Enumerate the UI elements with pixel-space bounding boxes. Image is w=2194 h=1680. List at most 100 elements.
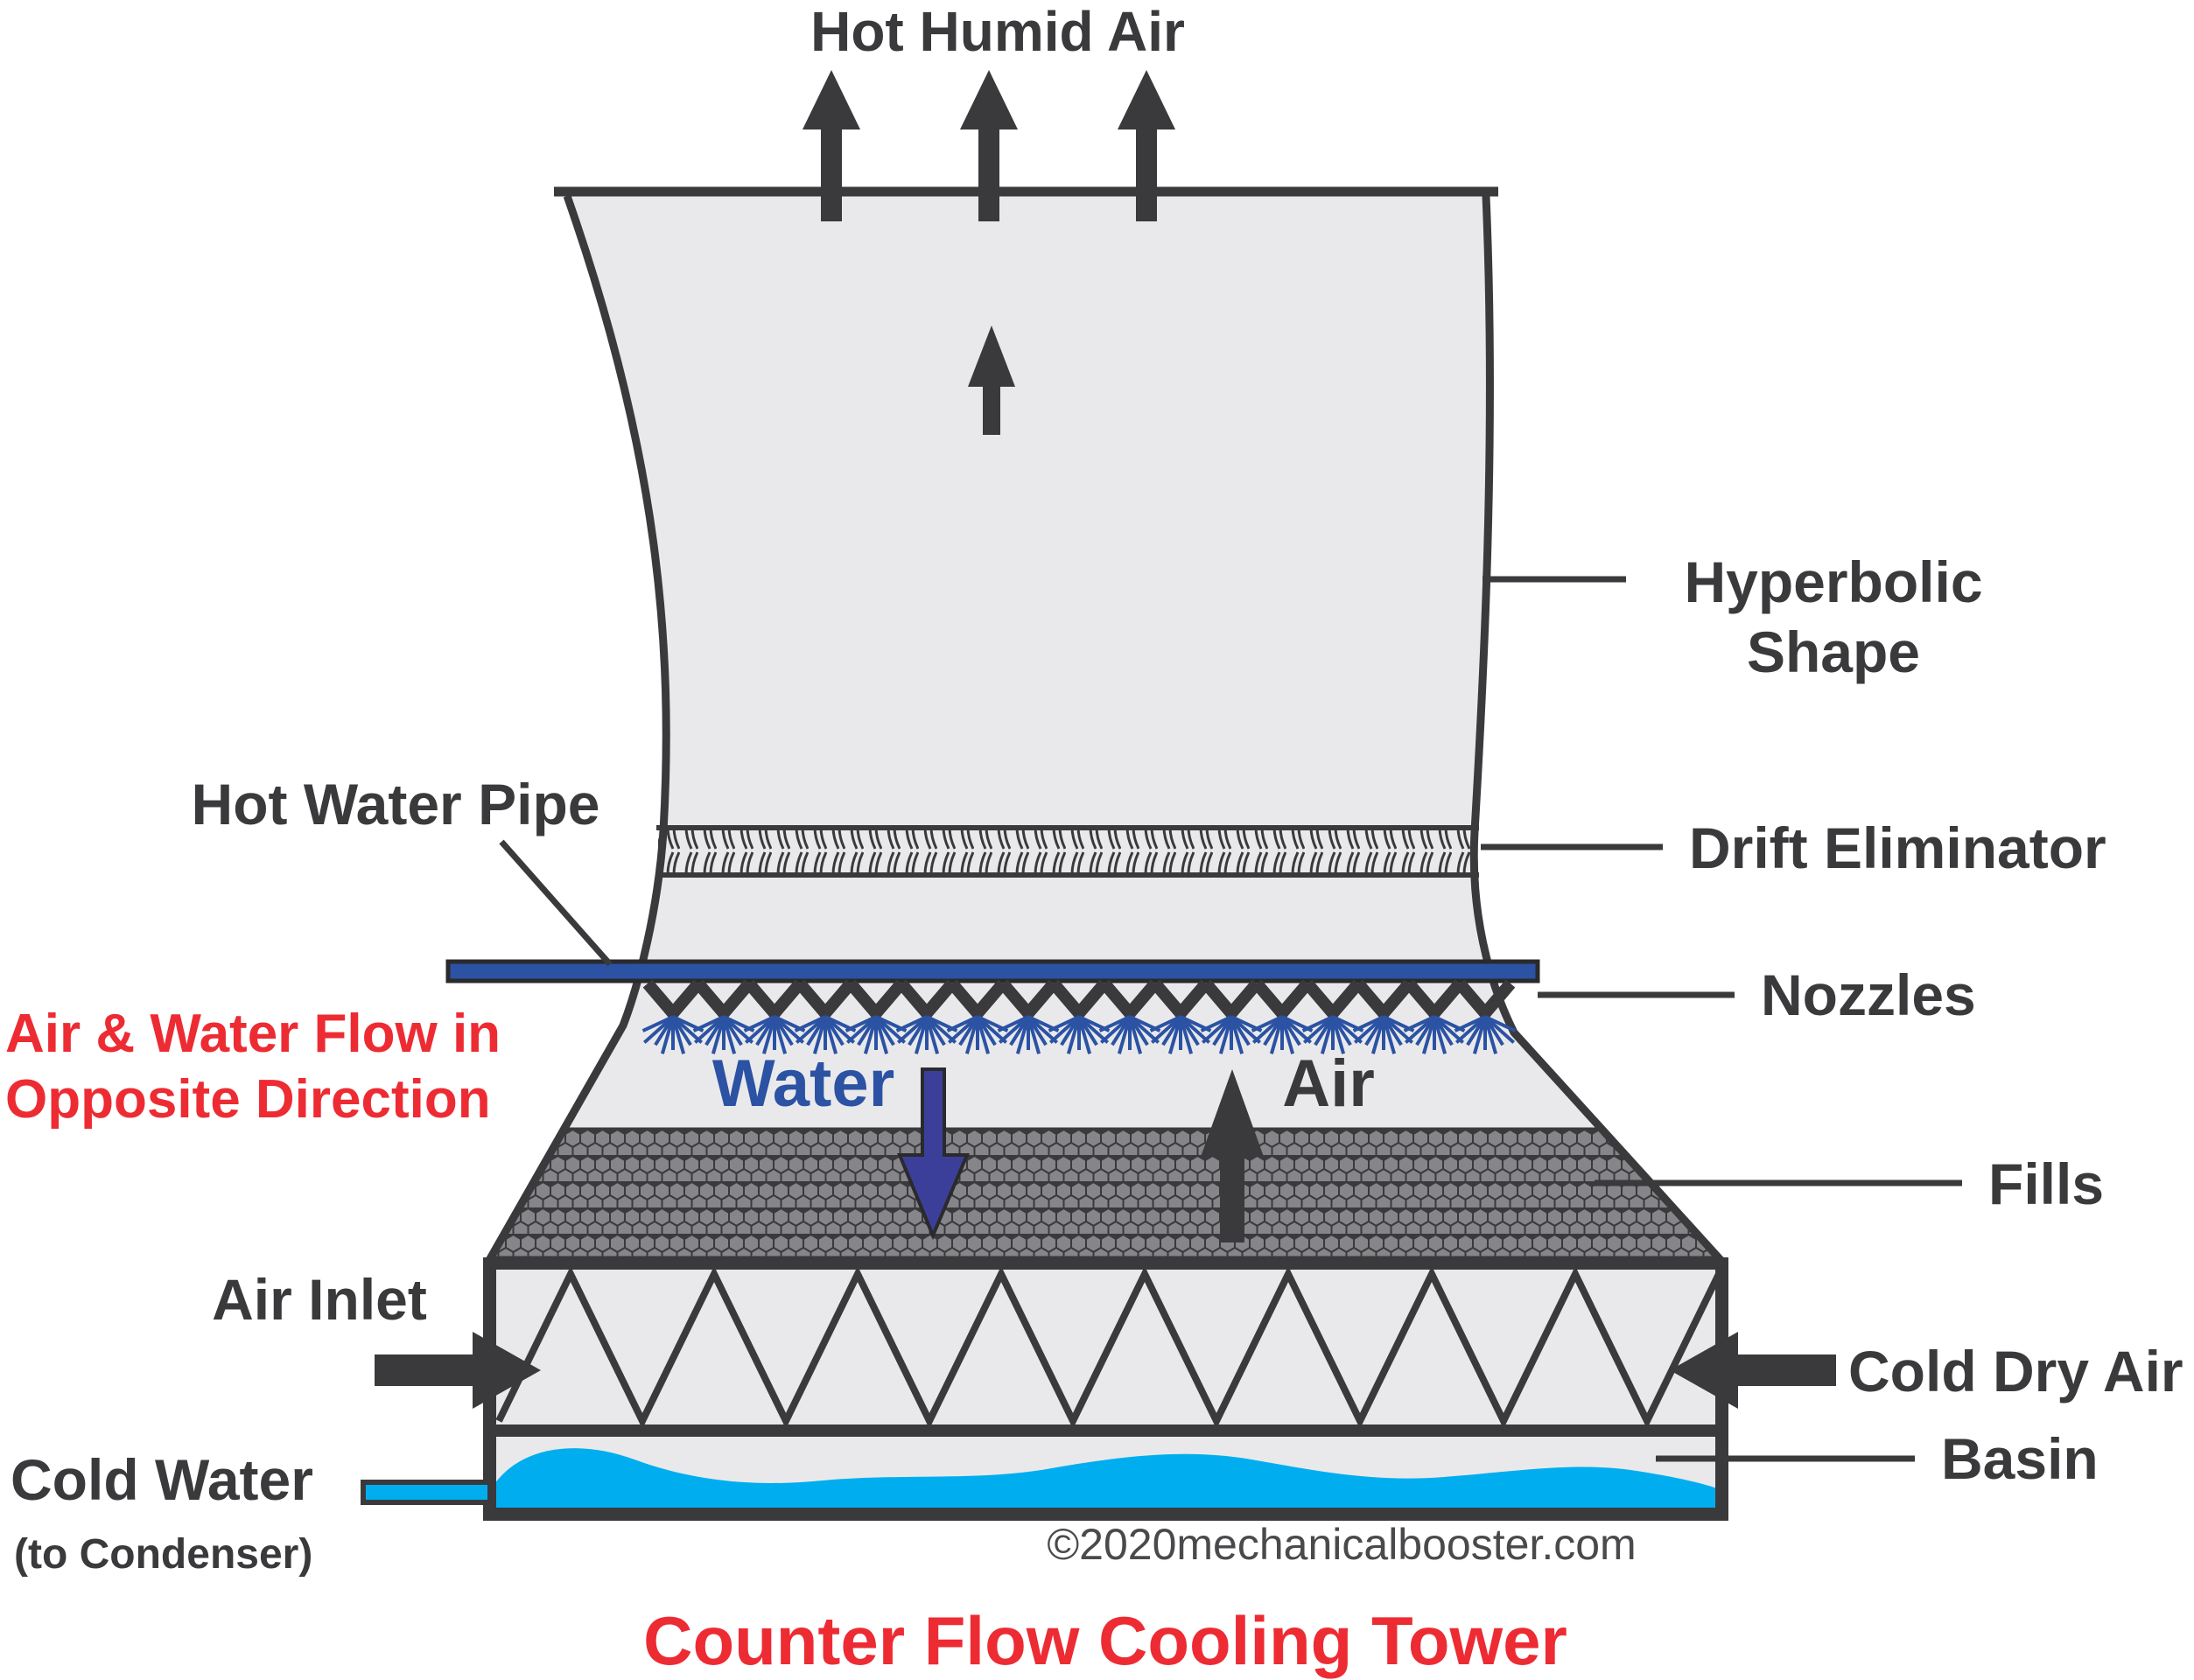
- spray-line: [660, 1016, 675, 1054]
- nozzle-spray: [794, 1015, 857, 1054]
- nozzle-spray: [1454, 1015, 1517, 1054]
- spray-line: [947, 1015, 979, 1044]
- spray-line: [925, 1016, 940, 1054]
- nozzle: [1099, 979, 1160, 1023]
- air-inlet-truss: [495, 1265, 1722, 1430]
- to-condenser-label: (to Condenser): [14, 1531, 312, 1578]
- spray-line: [1066, 1016, 1081, 1054]
- air-inlet-label: Air Inlet: [212, 1267, 427, 1332]
- nozzle: [744, 979, 805, 1023]
- spray-line: [1331, 1015, 1363, 1044]
- spray-line: [976, 1016, 991, 1054]
- spray-line: [1472, 1016, 1487, 1054]
- nozzle-spray: [1098, 1015, 1161, 1054]
- nozzle: [693, 979, 754, 1023]
- spray-line: [1179, 1016, 1194, 1054]
- spray-line: [1353, 1015, 1385, 1044]
- spray-line: [711, 1016, 725, 1054]
- spray-line: [671, 1016, 686, 1054]
- nozzle: [896, 979, 957, 1023]
- exhaust-arrows: [803, 70, 1175, 435]
- spray-line: [845, 1015, 878, 1044]
- water-label: Water: [712, 1046, 894, 1121]
- water-down-arrow: [897, 1068, 971, 1241]
- nozzles-label: Nozzles: [1761, 962, 1976, 1027]
- nozzle-spray: [1301, 1015, 1364, 1054]
- top-label: Hot Humid Air: [810, 0, 1185, 63]
- spray-line: [1454, 1015, 1487, 1044]
- spray-line: [914, 1016, 929, 1054]
- copyright-text: ©2020mechanicalbooster.com: [1047, 1520, 1636, 1569]
- spray-line: [761, 1016, 776, 1054]
- spray-line: [1433, 1016, 1447, 1054]
- spray-line: [1128, 1015, 1160, 1044]
- nozzle-spray: [692, 1015, 755, 1054]
- spray-line: [1128, 1016, 1143, 1054]
- counterflow-note-line2: Opposite Direction: [5, 1069, 491, 1130]
- cold-water-pipe: [361, 1480, 493, 1505]
- spray-line: [1167, 1016, 1182, 1054]
- spray-line: [1280, 1015, 1313, 1044]
- spray-line: [1251, 1015, 1284, 1044]
- base-bottom-wall: [483, 1508, 1728, 1521]
- spray-line: [1484, 1015, 1517, 1032]
- hot-water-pipe-label: Hot Water Pipe: [192, 772, 600, 836]
- nozzle: [1201, 979, 1262, 1023]
- spray-line: [1483, 1015, 1516, 1044]
- spray-line: [925, 1015, 957, 1044]
- nozzle: [1404, 979, 1465, 1023]
- spray-line: [896, 1015, 929, 1044]
- cold-dry-air-label: Cold Dry Air: [1848, 1339, 2183, 1404]
- nozzle-spray: [1352, 1015, 1415, 1054]
- spray-line: [964, 1016, 979, 1054]
- drift-eliminator-band: [656, 825, 1479, 878]
- spray-line: [874, 1015, 907, 1044]
- spray-line: [976, 1015, 1008, 1044]
- fills-label: Fills: [1988, 1152, 2104, 1216]
- nozzle: [1353, 979, 1414, 1023]
- spray-line: [795, 1015, 827, 1044]
- nozzle-spray: [845, 1015, 908, 1054]
- hot-air-arrow-2: [960, 70, 1018, 221]
- hot-water-pipe-leader: [499, 839, 613, 967]
- spray-line: [824, 1016, 838, 1054]
- spray-line: [1382, 1016, 1397, 1054]
- spray-line: [693, 1015, 725, 1044]
- spray-line: [1218, 1016, 1233, 1054]
- spray-line: [1382, 1015, 1414, 1044]
- nozzle-spray: [1251, 1015, 1314, 1054]
- cold-dry-air-arrow: [1670, 1332, 1836, 1409]
- air-inlet-arrow: [375, 1332, 541, 1409]
- cold-water-label: Cold Water: [11, 1447, 313, 1512]
- nozzle: [947, 979, 1008, 1023]
- hyperbolic-label-line2: Shape: [1747, 620, 1920, 684]
- hot-water-pipe: [445, 959, 1540, 984]
- hot-air-arrow-1: [803, 70, 860, 221]
- leader-lines: [499, 576, 1962, 1462]
- spray-line: [642, 1015, 675, 1044]
- spray-line: [874, 1016, 889, 1054]
- spray-line: [773, 1015, 805, 1044]
- spray-line: [1433, 1015, 1465, 1044]
- nozzle-row: [641, 979, 1517, 1054]
- hot-air-arrow-inner: [968, 326, 1015, 435]
- nozzle: [845, 979, 907, 1023]
- spray-line: [1421, 1016, 1436, 1054]
- spray-line: [1370, 1016, 1385, 1054]
- hot-air-arrow-3: [1118, 70, 1175, 221]
- nozzle-spray: [946, 1015, 1009, 1054]
- spray-line: [1302, 1015, 1335, 1044]
- nozzle: [1150, 979, 1211, 1023]
- drift-eliminator-label: Drift Eliminator: [1689, 816, 2106, 880]
- spray-line: [1483, 1016, 1498, 1054]
- spray-line: [1150, 1015, 1182, 1044]
- nozzle: [1454, 979, 1516, 1023]
- spray-line: [1179, 1015, 1211, 1044]
- spray-line: [1230, 1016, 1244, 1054]
- spray-line: [1117, 1016, 1132, 1054]
- fills-bottom-bar: [483, 1257, 1728, 1270]
- basin-top-bar: [483, 1424, 1728, 1437]
- nozzle: [1302, 979, 1363, 1023]
- spray-line: [1320, 1016, 1335, 1054]
